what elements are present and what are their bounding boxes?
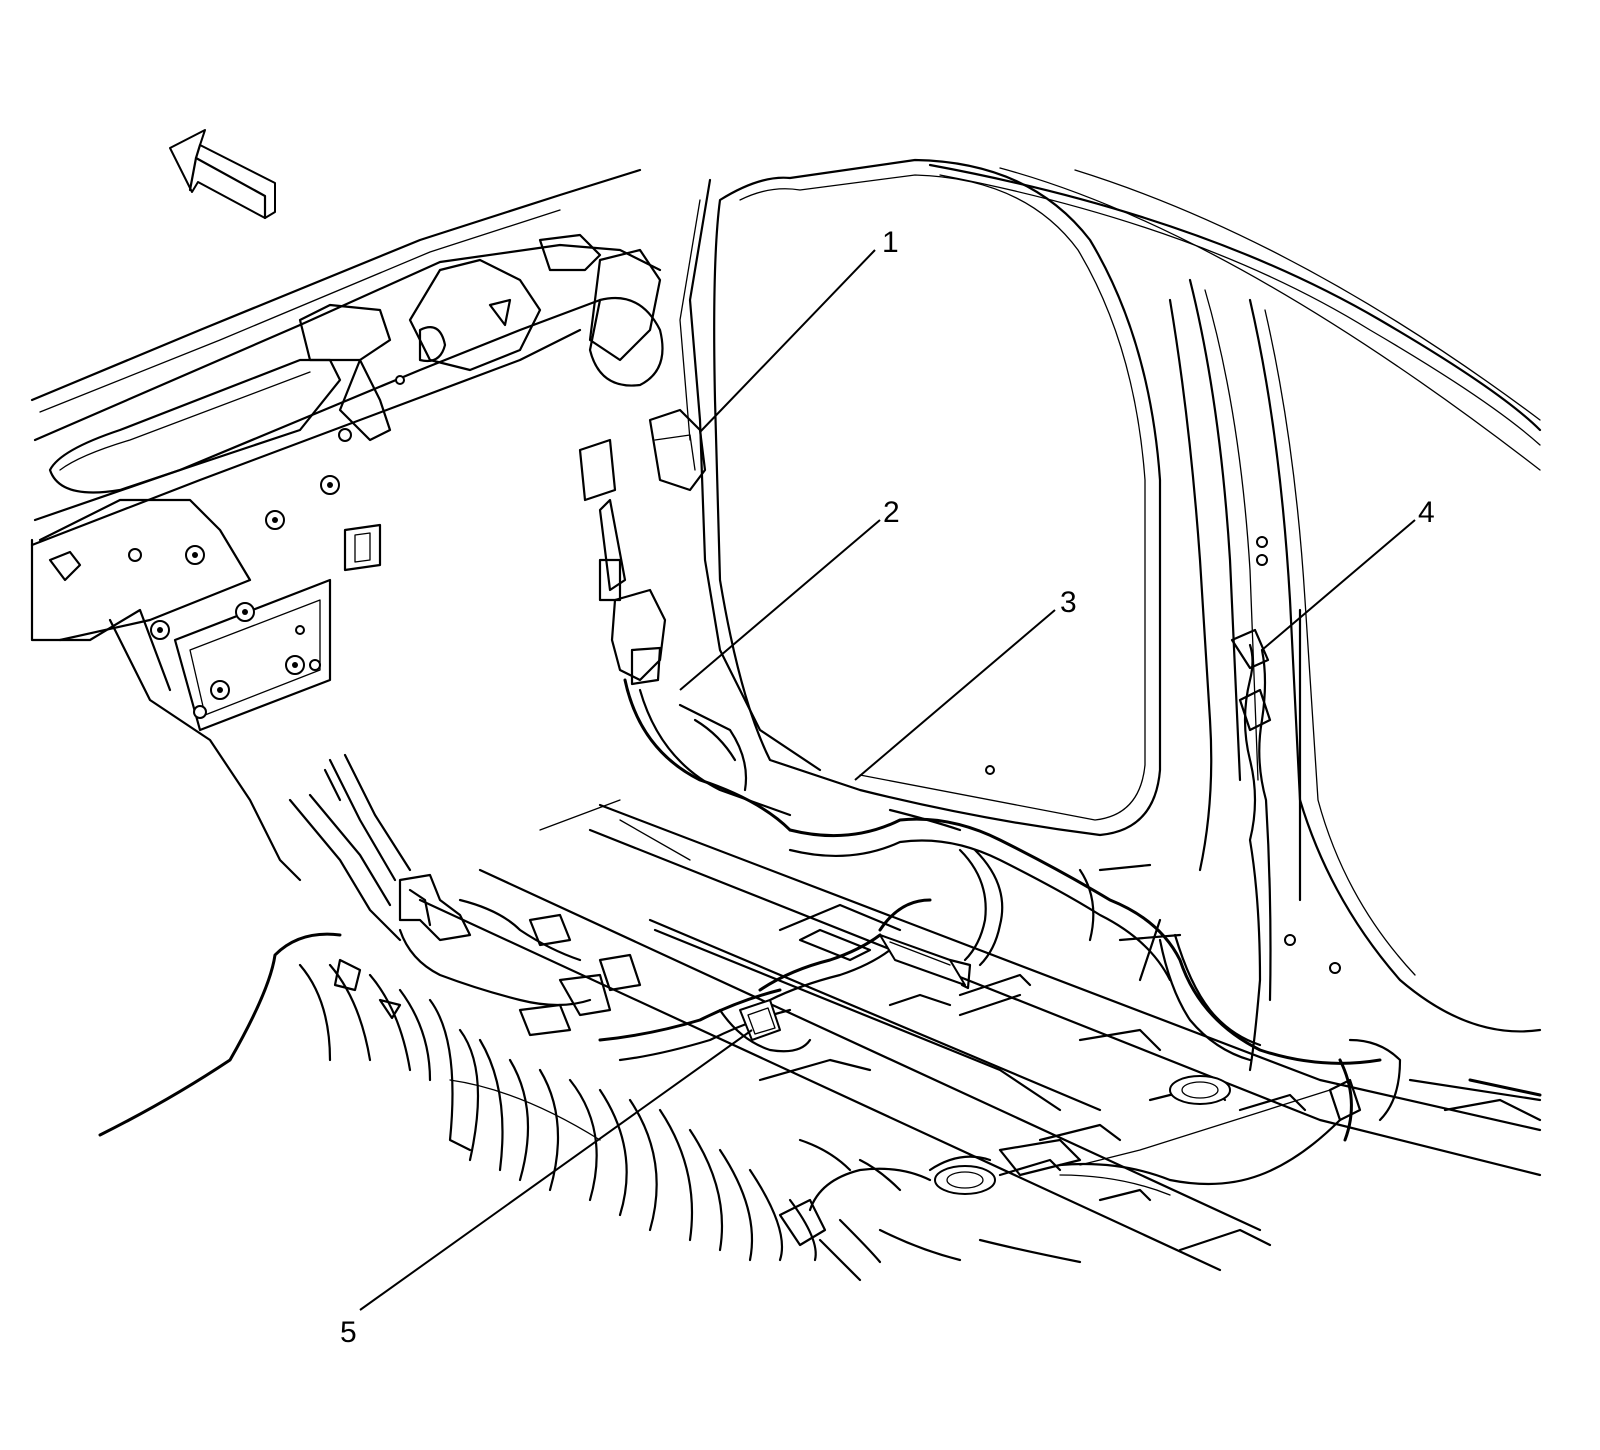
rear-floor-harness [778,1089,1331,1282]
callout-1: 1 [882,226,899,259]
leader-line-5 [359,1029,753,1311]
leader-line-2 [679,519,881,691]
floor-panel [418,799,1542,1272]
floor-wiring-harness [788,628,1402,1196]
callout-leaders [359,249,1416,1311]
callout-3: 3 [1060,586,1077,619]
leader-line-1 [699,249,876,433]
callout-labels: 1 2 3 4 5 [340,226,1435,1349]
callout-5: 5 [340,1316,357,1349]
rear-seat-cushion [98,932,1082,1264]
leader-line-3 [854,609,1056,781]
rear-panel-structure [30,233,664,882]
callout-2: 2 [883,496,900,529]
callout-4: 4 [1418,496,1435,529]
roof-outline [30,163,1542,471]
leader-line-4 [1261,519,1416,651]
door-opening-frame [679,158,1542,1033]
pillar-harness [578,408,792,832]
console-harness [288,753,972,1062]
forward-direction-arrow-icon [169,129,276,220]
